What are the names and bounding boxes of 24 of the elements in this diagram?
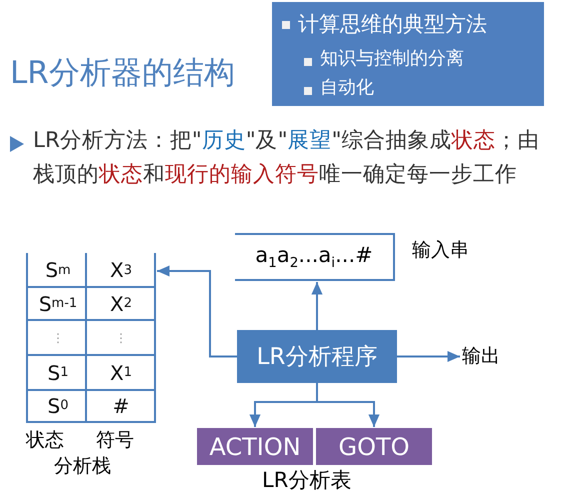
table-part-box: GOTO [316, 428, 432, 465]
column-label: 符号 [96, 428, 134, 453]
bullet-text: 计算思维的典型方法 [298, 11, 487, 38]
output-label: 输出 [462, 342, 512, 370]
tape-text: a$_{1}$a$_{2}$...a$_{i}$...# [255, 242, 373, 272]
bullet-text: 自动化 [320, 76, 374, 99]
table-cell-text: ⋮ [114, 330, 128, 346]
bullet-text: 知识与控制的分离 [320, 47, 464, 70]
arrow [397, 350, 460, 362]
arrow [157, 265, 237, 358]
arrow [311, 282, 323, 330]
column-label: 状态 [26, 428, 64, 453]
table-caption: LR分析表 [262, 467, 352, 494]
stack-table [26, 253, 156, 423]
input-tape [235, 233, 395, 281]
side-label: 输入串 [412, 238, 469, 263]
table-cell-text: # [112, 392, 130, 420]
table-caption: 分析栈 [54, 454, 111, 479]
body-paragraph: LR分析方法：把"历史"及"展望"综合抽象成状态；由栈顶的状态和现行的输入符号唯一确定每一步工作 [33, 127, 540, 189]
table-cell-text: ⋮ [51, 330, 65, 346]
process-box: LR分析程序 [237, 330, 397, 383]
slide-title: LR分析器的结构 [10, 54, 235, 93]
table-part-box: ACTION [197, 428, 313, 465]
info-panel [272, 2, 544, 106]
